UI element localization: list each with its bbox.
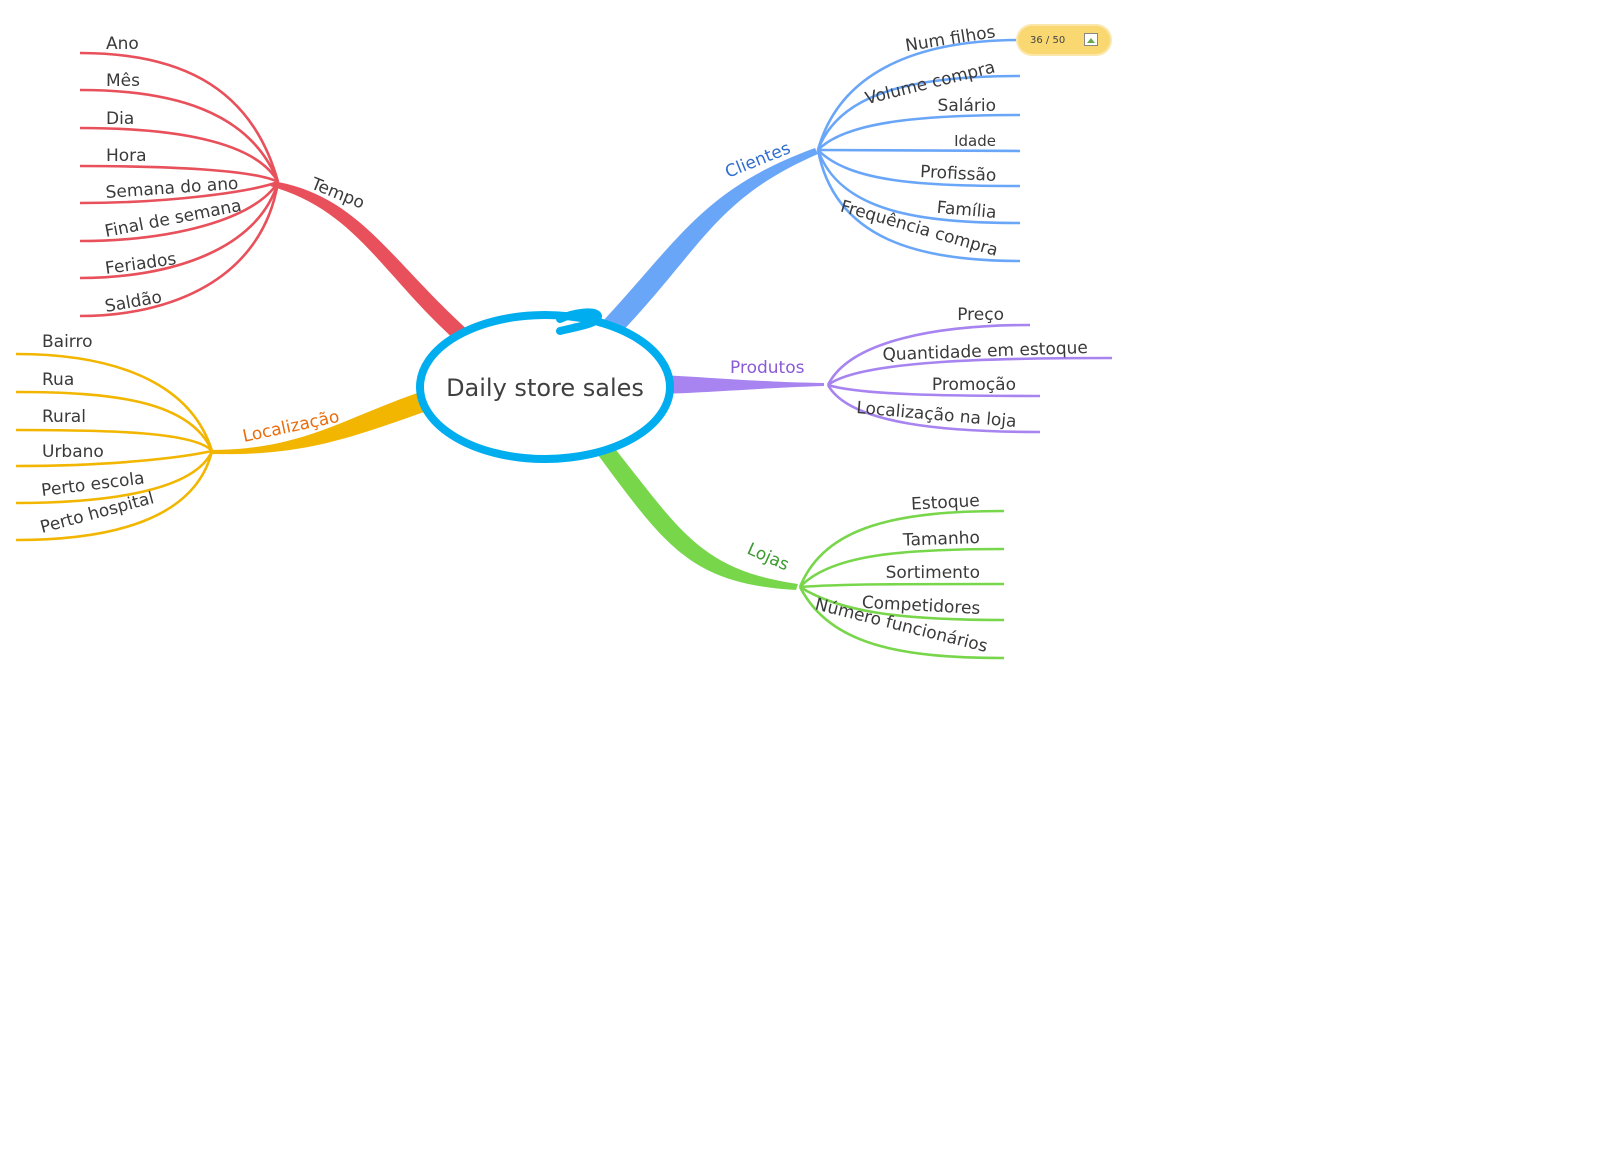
produtos-leaf-line — [826, 323, 1031, 386]
clientes-leaf-line — [817, 113, 1021, 151]
clientes-leaf-connectors — [816, 38, 1021, 263]
leaf-tempo[interactable]: Mês — [106, 71, 140, 91]
leaf-produtos[interactable]: Preço — [957, 305, 1004, 325]
slide-counter[interactable]: 36 / 50 — [1018, 26, 1110, 54]
branch-label-produtos[interactable]: Produtos — [730, 358, 805, 378]
center-node-scribble — [556, 308, 603, 335]
lojas-leaf-line — [799, 585, 1005, 622]
leaf-tempo[interactable]: Dia — [106, 109, 134, 129]
leaf-tempo[interactable]: Ano — [106, 34, 139, 54]
localizacao-leaf-connectors — [15, 352, 214, 542]
lojas-leaf-connectors — [798, 509, 1005, 660]
leaf-localizacao[interactable]: Rural — [42, 407, 86, 427]
clientes-leaf-line — [816, 149, 1021, 225]
produtos-leaf-line — [827, 383, 1041, 398]
lojas-leaf-line — [798, 509, 1005, 588]
leaf-produtos[interactable]: Promoção — [932, 375, 1016, 395]
tempo-leaf-connectors — [79, 51, 280, 318]
leaf-lojas[interactable]: Sortimento — [886, 563, 980, 583]
slide-counter-text: 36 / 50 — [1030, 34, 1066, 46]
tempo-leaf-line — [79, 180, 279, 205]
tempo-leaf-line — [79, 181, 280, 280]
leaf-lojas[interactable]: Tamanho — [902, 528, 981, 551]
localizacao-leaf-line — [15, 352, 214, 452]
produtos-leaf-line — [827, 356, 1113, 387]
tempo-leaf-line — [79, 164, 279, 184]
branch-lojas-connector — [598, 445, 798, 590]
clientes-leaf-line — [817, 148, 1021, 153]
tempo-leaf-line — [79, 126, 280, 183]
leaf-localizacao[interactable]: Bairro — [42, 332, 93, 352]
center-node-ellipse — [416, 311, 674, 463]
clientes-leaf-line — [816, 74, 1021, 151]
lojas-leaf-line — [798, 586, 1005, 660]
branch-produtos-connector — [660, 375, 824, 394]
produtos-leaf-line — [826, 384, 1041, 434]
tempo-leaf-line — [79, 181, 280, 318]
leaf-clientes[interactable]: Salário — [938, 96, 996, 116]
localizacao-leaf-line — [15, 428, 213, 452]
tempo-leaf-line — [79, 88, 280, 183]
leaf-localizacao[interactable]: Urbano — [42, 442, 104, 462]
branch-localizacao-connector — [210, 392, 424, 455]
leaf-clientes[interactable]: Profissão — [920, 162, 997, 186]
leaf-localizacao[interactable]: Rua — [42, 370, 74, 390]
clientes-leaf-line — [816, 38, 1021, 151]
localizacao-leaf-line — [15, 390, 214, 452]
produtos-leaf-connectors — [826, 323, 1113, 434]
tempo-leaf-line — [79, 51, 280, 183]
lojas-leaf-line — [799, 547, 1005, 588]
center-node-label: Daily store sales — [446, 374, 644, 402]
branch-label-lojas[interactable]: Lojas — [744, 539, 792, 575]
leaf-produtos[interactable]: Quantidade em estoque — [882, 338, 1088, 365]
image-placeholder-icon[interactable] — [1084, 33, 1098, 46]
lojas-leaf-line — [799, 582, 1005, 589]
center-node[interactable]: Daily store sales — [416, 308, 674, 463]
leaf-clientes[interactable]: Num filhos — [904, 22, 997, 56]
leaf-tempo[interactable]: Hora — [106, 146, 147, 166]
localizacao-leaf-line — [15, 450, 214, 542]
leaf-clientes[interactable]: Idade — [954, 132, 996, 150]
leaf-lojas[interactable]: Estoque — [911, 491, 981, 515]
localizacao-leaf-line — [15, 449, 213, 468]
branch-clientes-connector — [590, 148, 818, 342]
tempo-leaf-line — [79, 181, 280, 243]
clientes-leaf-line — [817, 149, 1021, 188]
localizacao-leaf-line — [15, 450, 214, 505]
clientes-leaf-line — [816, 149, 1021, 263]
branch-tempo-connector — [270, 182, 470, 340]
